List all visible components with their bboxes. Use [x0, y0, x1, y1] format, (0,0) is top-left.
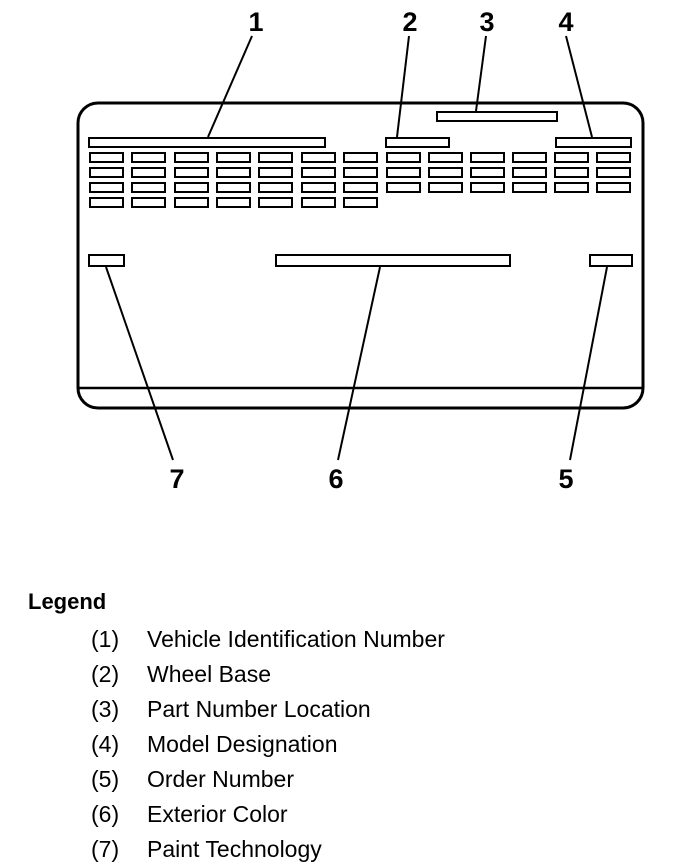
option-code-box	[174, 197, 209, 208]
leader-line-5	[569, 266, 608, 461]
option-code-box	[596, 167, 631, 178]
field-bars	[88, 111, 633, 267]
callout-4: 4	[558, 7, 573, 37]
option-code-box	[89, 197, 124, 208]
option-code-box	[89, 152, 124, 163]
legend-item: (7) Paint Technology	[91, 832, 668, 867]
option-code-box	[216, 167, 251, 178]
wheel-base-field-bar	[385, 137, 450, 148]
callout-3: 3	[479, 7, 494, 37]
option-code-box	[131, 182, 166, 193]
vin-field-bar	[88, 137, 326, 148]
option-code-box	[89, 182, 124, 193]
legend-item-number: (6)	[91, 801, 120, 827]
option-code-box	[596, 152, 631, 163]
legend-item: (3) Part Number Location	[91, 692, 668, 727]
option-code-box	[554, 167, 589, 178]
option-code-box	[258, 167, 293, 178]
legend-item-label: Paint Technology	[147, 836, 322, 862]
option-code-box	[470, 152, 505, 163]
option-code-box	[301, 152, 336, 163]
option-code-box	[174, 152, 209, 163]
legend-item-label: Part Number Location	[147, 696, 371, 722]
legend-item-label: Order Number	[147, 766, 294, 792]
option-code-box	[89, 167, 124, 178]
legend-item-label: Exterior Color	[147, 801, 288, 827]
exterior-color-field-bar	[275, 254, 511, 267]
option-code-box	[216, 182, 251, 193]
legend-item: (4) Model Designation	[91, 727, 668, 762]
option-code-box	[343, 152, 378, 163]
option-code-box	[386, 182, 421, 193]
option-code-box	[428, 167, 463, 178]
label-diagram: 1 2 3 4 7 6 5	[76, 7, 645, 494]
option-code-box	[216, 152, 251, 163]
legend-item-number: (7)	[91, 836, 120, 862]
option-code-box	[596, 182, 631, 193]
legend-list: (1) Vehicle Identification Number (2) Whee…	[28, 622, 668, 867]
callout-2: 2	[402, 7, 417, 37]
option-code-box	[131, 152, 166, 163]
legend-item-number: (2)	[91, 661, 120, 687]
option-code-box	[343, 197, 378, 208]
leader-line-3	[475, 35, 487, 112]
option-code-box	[512, 152, 547, 163]
callout-1: 1	[248, 7, 263, 37]
leader-lines	[105, 35, 608, 461]
option-code-box	[554, 152, 589, 163]
legend-item-number: (5)	[91, 766, 120, 792]
option-code-box	[258, 152, 293, 163]
legend-item-label: Model Designation	[147, 731, 338, 757]
option-code-box	[512, 182, 547, 193]
legend-title: Legend	[28, 589, 107, 614]
callout-7: 7	[169, 464, 184, 494]
option-code-box	[174, 182, 209, 193]
leader-line-7	[105, 266, 174, 461]
option-code-box	[343, 182, 378, 193]
option-code-box	[470, 167, 505, 178]
legend-item: (1) Vehicle Identification Number	[91, 622, 668, 657]
option-code-box	[428, 182, 463, 193]
option-code-box	[428, 152, 463, 163]
part-number-field-bar	[436, 111, 558, 122]
option-code-box	[470, 182, 505, 193]
legend-item: (2) Wheel Base	[91, 657, 668, 692]
option-code-grid	[89, 152, 631, 208]
option-code-box	[386, 152, 421, 163]
leader-line-4	[565, 35, 593, 138]
callout-5: 5	[558, 464, 573, 494]
option-code-box	[301, 167, 336, 178]
option-code-box	[301, 182, 336, 193]
legend-item-number: (3)	[91, 696, 120, 722]
legend-item-number: (4)	[91, 731, 120, 757]
legend-item: (5) Order Number	[91, 762, 668, 797]
option-code-box	[131, 197, 166, 208]
leader-line-6	[337, 266, 381, 461]
option-code-box	[258, 197, 293, 208]
option-code-box	[258, 182, 293, 193]
leader-line-1	[207, 35, 253, 138]
option-code-box	[174, 167, 209, 178]
legend-item-label: Vehicle Identification Number	[147, 626, 445, 652]
legend: Legend (1) Vehicle Identification Number …	[28, 588, 668, 867]
callout-6: 6	[328, 464, 343, 494]
option-code-box	[216, 197, 251, 208]
option-code-box	[301, 197, 336, 208]
paint-technology-field-bar	[88, 254, 125, 267]
option-code-box	[343, 167, 378, 178]
order-number-field-bar	[589, 254, 633, 267]
legend-item-label: Wheel Base	[147, 661, 272, 687]
option-code-box	[386, 167, 421, 178]
option-code-box	[131, 167, 166, 178]
option-code-box	[512, 167, 547, 178]
option-code-box	[554, 182, 589, 193]
leader-line-2	[396, 35, 410, 138]
legend-item-number: (1)	[91, 626, 120, 652]
model-designation-field-bar	[555, 137, 632, 148]
legend-item: (6) Exterior Color	[91, 797, 668, 832]
